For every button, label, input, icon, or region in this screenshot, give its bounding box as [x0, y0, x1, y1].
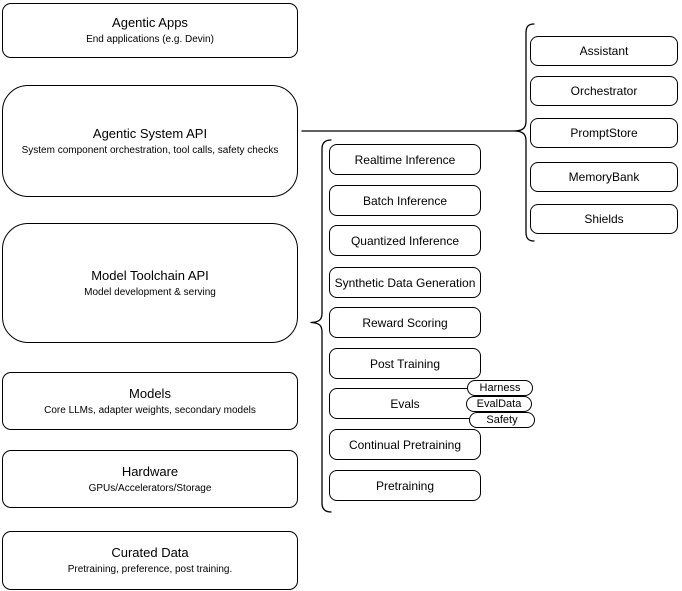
system-component-label: Shields [584, 212, 624, 226]
layer-title: Curated Data [111, 545, 189, 560]
system-component-promptstore: PromptStore [530, 118, 678, 148]
evals-tag-label: Harness [479, 381, 521, 394]
layer-subtitle: Pretraining, preference, post training. [67, 564, 233, 575]
toolchain-item-realtime-inference: Realtime Inference [329, 144, 481, 175]
layer-hardware: Hardware GPUs/Accelerators/Storage [2, 450, 298, 508]
toolchain-item-batch-inference: Batch Inference [329, 185, 481, 216]
toolchain-item-label: Post Training [369, 356, 441, 371]
layer-title: Model Toolchain API [91, 267, 209, 283]
system-component-label: Orchestrator [570, 84, 638, 98]
toolchain-item-quantized-inference: Quantized Inference [329, 225, 481, 256]
toolchain-item-label: Synthetic Data Generation [334, 275, 476, 290]
evals-tag-label: Safety [486, 413, 518, 426]
toolchain-item-synthetic-data-generation: Synthetic Data Generation [329, 267, 481, 298]
evals-tag-safety: Safety [469, 412, 535, 428]
toolchain-item-post-training: Post Training [329, 348, 481, 379]
layer-agentic-apps: Agentic Apps End applications (e.g. Devi… [2, 3, 298, 58]
system-component-label: PromptStore [570, 126, 638, 140]
toolchain-item-reward-scoring: Reward Scoring [329, 307, 481, 338]
layer-title: Agentic Apps [112, 15, 188, 30]
toolchain-item-label: Pretraining [375, 478, 435, 493]
toolchain-item-continual-pretraining: Continual Pretraining [329, 429, 481, 460]
layer-models: Models Core LLMs, adapter weights, secon… [2, 372, 298, 430]
layer-title: Hardware [121, 463, 179, 479]
system-component-label: Assistant [579, 44, 629, 58]
toolchain-item-label: Continual Pretraining [348, 437, 462, 452]
toolchain-item-label: Batch Inference [362, 193, 448, 208]
toolchain-item-pretraining: Pretraining [329, 470, 481, 501]
toolchain-item-label: Realtime Inference [354, 152, 456, 167]
layer-subtitle: GPUs/Accelerators/Storage [88, 482, 212, 494]
layer-title: Models [129, 385, 171, 401]
system-component-assistant: Assistant [530, 36, 678, 66]
toolchain-item-label: Quantized Inference [350, 233, 460, 248]
system-component-orchestrator: Orchestrator [530, 76, 678, 106]
layer-agentic-system-api: Agentic System API System component orch… [2, 85, 298, 197]
system-component-memorybank: MemoryBank [530, 162, 678, 192]
toolchain-item-label: Reward Scoring [362, 315, 448, 330]
evals-tag-evaldata: EvalData [466, 396, 532, 412]
layer-subtitle: Core LLMs, adapter weights, secondary mo… [44, 404, 256, 416]
layer-model-toolchain-api: Model Toolchain API Model development & … [2, 223, 298, 343]
evals-tag-label: EvalData [476, 397, 522, 410]
system-component-label: MemoryBank [568, 170, 640, 184]
layer-subtitle: End applications (e.g. Devin) [86, 34, 214, 45]
evals-tag-harness: Harness [467, 380, 533, 396]
toolchain-item-label: Evals [390, 396, 420, 411]
layer-curated-data: Curated Data Pretraining, preference, po… [2, 531, 298, 590]
toolchain-brace [310, 139, 332, 513]
layer-subtitle: Model development & serving [84, 286, 216, 298]
layer-subtitle: System component orchestration, tool cal… [21, 144, 279, 156]
layer-title: Agentic System API [92, 125, 208, 141]
system-component-shields: Shields [530, 204, 678, 234]
toolchain-item-evals: Evals [329, 388, 481, 419]
